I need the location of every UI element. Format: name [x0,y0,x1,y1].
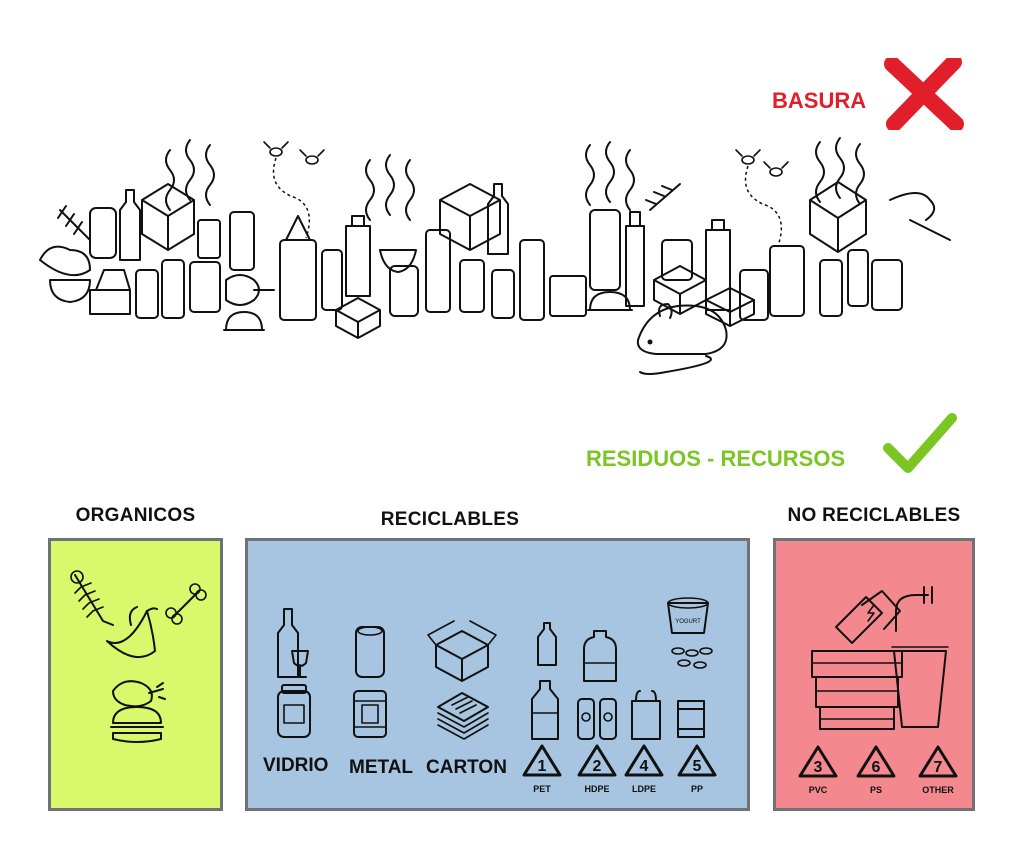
no-reciclables-panel: 3 PVC 6 PS 7 OTHER [773,538,975,811]
cross-icon [884,58,964,130]
basura-label: BASURA [772,88,867,113]
recycle-code-3: 3 PVC [796,744,840,795]
residuos-recursos-label: RESIDUOS - RECURSOS [586,446,846,471]
recycle-triangle-icon: 2 [577,744,617,777]
svg-text:1: 1 [538,758,547,775]
rat-icon [636,303,728,375]
pet-bottle-icon [531,622,559,740]
recycle-triangle-icon: 5 [677,744,717,777]
fish-bone-icon [70,570,114,626]
reciclables-panel: YOGURT VIDRIO METAL CARTON 1 PET 2 HDPE … [245,538,750,811]
recycle-triangle-icon: 4 [624,744,664,777]
cardboard-box-icon [427,620,497,682]
garbage-pile-illustration [39,137,951,375]
svg-text:7: 7 [934,759,943,776]
chips-bag-icon [677,700,705,738]
recycle-code-label: PS [869,785,882,795]
hdpe-jug-icon [583,630,617,682]
recycle-code-label: OTHER [922,785,954,795]
bone-icon [165,583,207,625]
category-metal: METAL [349,757,414,778]
plastic-cup-icon [891,646,949,728]
recycle-code-7: 7 OTHER [916,744,960,795]
non-recyclable-icons [811,586,949,730]
paper-stack-icon [437,692,489,740]
recycle-triangle-icon: 6 [856,745,896,778]
organic-waste-icons [70,570,207,743]
chicken-leg-icon [112,680,166,708]
stink-lines-icon [165,137,865,221]
battery-icon [835,590,901,644]
organicos-panel [48,538,223,811]
reciclables-title: RECICLABLES [380,509,520,530]
category-carton: CARTON [426,757,507,778]
glass-bottle-icon [277,608,309,678]
recycle-triangle-icon: 7 [918,745,958,778]
hdpe-bottles-icon [577,698,617,740]
recycle-code-label: PET [533,784,551,794]
foam-container-icon [811,650,903,730]
tin-can-icon [353,690,387,738]
fly-icon [263,141,789,247]
no-reciclables-title: NO RECICLABLES [787,505,961,526]
yogurt-cup-icon: YOGURT [667,597,709,634]
recycle-code-label: LDPE [631,784,656,794]
plastic-bag-icon [631,690,661,740]
burger-icon [110,706,164,743]
recycle-code-1: 1 PET [520,743,564,794]
yogurt-text: YOGURT [675,619,701,625]
pvc-pipe-icon [895,586,933,632]
recycle-code-5: 5 PP [675,743,719,794]
banana-peel-icon [106,606,158,659]
bottle-caps-icon [671,647,713,669]
check-icon [883,413,957,473]
svg-text:4: 4 [640,758,649,775]
recycle-code-label: PVC [808,785,828,795]
recycle-code-4: 4 LDPE [622,743,666,794]
recycle-triangle-icon: 1 [522,744,562,777]
recycle-triangle-icon: 3 [798,745,838,778]
recyclable-icons: YOGURT [277,597,713,740]
recycle-code-2: 2 HDPE [575,743,619,794]
svg-text:2: 2 [593,758,602,775]
svg-text:6: 6 [872,759,881,776]
recycle-code-label: HDPE [584,784,610,794]
recycle-code-6: 6 PS [854,744,898,795]
recycle-code-label: PP [690,784,703,794]
svg-text:3: 3 [814,759,823,776]
glass-jar-icon [277,684,311,738]
category-vidrio: VIDRIO [263,755,329,776]
organicos-title: ORGANICOS [75,505,196,526]
svg-text:5: 5 [693,758,702,775]
metal-can-icon [355,626,385,678]
